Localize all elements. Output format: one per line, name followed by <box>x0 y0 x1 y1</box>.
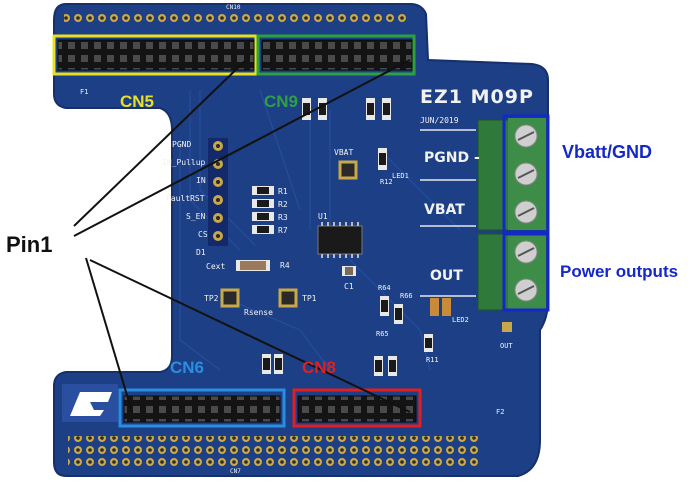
r4-label: R4 <box>280 261 290 270</box>
terminal-pgnd-label: PGND - <box>424 150 480 166</box>
cn10-label: CN10 <box>226 4 241 11</box>
pin-label-pgnd: PGND <box>172 140 192 149</box>
header-cn9-body <box>261 39 413 71</box>
pcb-board <box>53 3 549 477</box>
ic-u1 <box>317 222 363 276</box>
f1-label: F1 <box>80 88 89 96</box>
cn8-label: CN8 <box>302 358 337 377</box>
terminal-vbat-label: VBAT <box>424 202 465 218</box>
pin-label-in-pullup: IN_Pullup <box>162 158 206 167</box>
cn5-label: CN5 <box>120 92 155 111</box>
cn6-label: CN6 <box>170 358 205 377</box>
f2-label: F2 <box>496 408 505 416</box>
smd-resistors <box>236 98 512 376</box>
power-outputs-highlight <box>502 232 550 312</box>
pin-label-s-en: S_EN <box>186 212 206 221</box>
out-small-label: OUT <box>500 342 513 350</box>
led1-label: LED1 <box>392 172 409 180</box>
header-cn5-body <box>57 39 255 71</box>
header-cn8-body <box>297 395 417 423</box>
cn6-highlight <box>118 388 286 428</box>
terminal-out-label: OUT <box>430 268 463 284</box>
led2-label: LED2 <box>452 316 469 324</box>
r11-label: R11 <box>426 356 439 364</box>
terminal-block-vbat <box>477 118 546 231</box>
r64-label: R64 <box>378 284 391 292</box>
cn9-label: CN9 <box>264 92 299 111</box>
cn9-highlight <box>256 34 416 76</box>
u1-label: U1 <box>318 212 328 221</box>
rsense-label: Rsense <box>244 308 273 317</box>
pin-label-cs: CS <box>198 230 208 239</box>
pin-label-faultrst: FaultRST <box>166 194 205 203</box>
pcb-traces <box>179 89 461 371</box>
c1-label: C1 <box>344 282 354 291</box>
r7-label: R7 <box>278 226 288 235</box>
r1-label: R1 <box>278 187 288 196</box>
r65-label: R65 <box>376 330 389 338</box>
d1-label: D1 <box>196 248 206 257</box>
r3-label: R3 <box>278 213 288 222</box>
test-points <box>220 160 358 308</box>
pin-label-in: IN <box>196 176 206 185</box>
silkscreen-terminal-outline <box>420 129 476 297</box>
cext-label: Cext <box>206 262 226 271</box>
cn8-highlight <box>292 388 422 428</box>
board-date: JUN/2019 <box>420 116 459 125</box>
cn7-label: CN7 <box>230 468 241 475</box>
vbatt-gnd-highlight <box>502 114 550 234</box>
terminal-block-out <box>477 233 546 311</box>
tp1-label: TP1 <box>302 294 317 303</box>
header-bottom <box>68 436 478 466</box>
signal-pin-header <box>208 138 228 246</box>
tp2-label: TP2 <box>204 294 219 303</box>
cn5-highlight <box>52 34 258 76</box>
pin1-pointer-lines <box>73 59 411 413</box>
st-logo <box>62 384 118 422</box>
board-title: EZ1 M09P <box>420 86 534 108</box>
r2-label: R2 <box>278 200 288 209</box>
power-outputs-label: Power outputs <box>560 262 679 281</box>
vbatt-gnd-label: Vbatt/GND <box>562 142 652 162</box>
vbat-tp-label: VBAT <box>334 148 354 157</box>
r12-label: R12 <box>380 178 393 186</box>
header-cn6-body <box>123 395 281 423</box>
r66-label: R66 <box>400 292 413 300</box>
pin1-label: Pin1 <box>6 232 53 257</box>
header-top <box>64 12 410 24</box>
